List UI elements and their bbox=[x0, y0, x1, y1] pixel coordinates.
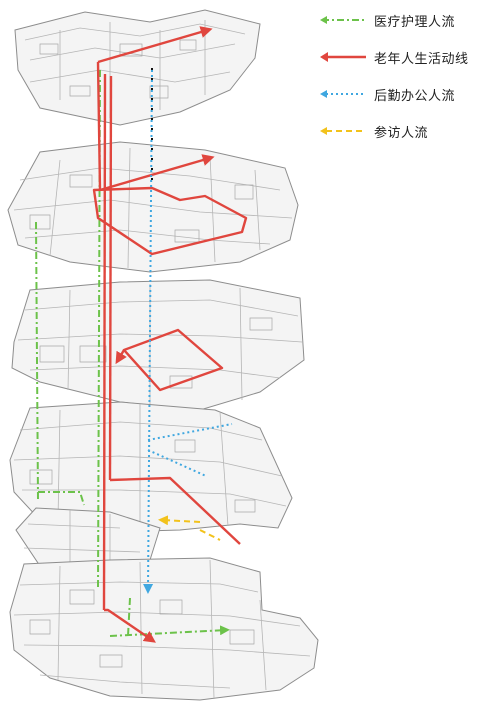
legend-swatch-red-solid bbox=[320, 52, 366, 62]
legend-label: 医疗护理人流 bbox=[374, 15, 456, 30]
legend-item-logistics-office: 后勤办公人流 bbox=[318, 82, 486, 119]
logistics-office-flow bbox=[143, 69, 233, 594]
floor-4-plan bbox=[11, 279, 305, 411]
floor-5-plan bbox=[7, 141, 299, 273]
legend-label: 老年人生活动线 bbox=[374, 52, 469, 67]
legend: 医疗护理人流 老年人生活动线 后勤办公人流 参访人流 bbox=[318, 8, 486, 156]
legend-label: 后勤办公人流 bbox=[374, 89, 456, 104]
legend-item-elderly-life: 老年人生活动线 bbox=[318, 45, 486, 82]
legend-swatch-yellow-dashed bbox=[320, 127, 366, 135]
legend-item-visitor: 参访人流 bbox=[318, 119, 486, 156]
floor-plates bbox=[7, 9, 319, 701]
visitor-flow bbox=[158, 515, 221, 541]
elderly-life-route bbox=[92, 26, 248, 643]
legend-swatch-green-dashdot bbox=[320, 16, 366, 24]
floor-6-plan bbox=[14, 9, 261, 126]
legend-item-medical-care: 医疗护理人流 bbox=[318, 8, 486, 45]
floor-1-plan bbox=[9, 557, 319, 701]
legend-label: 参访人流 bbox=[374, 126, 429, 141]
floor-2-plan bbox=[15, 507, 161, 573]
legend-swatch-blue-dotted bbox=[320, 90, 366, 98]
